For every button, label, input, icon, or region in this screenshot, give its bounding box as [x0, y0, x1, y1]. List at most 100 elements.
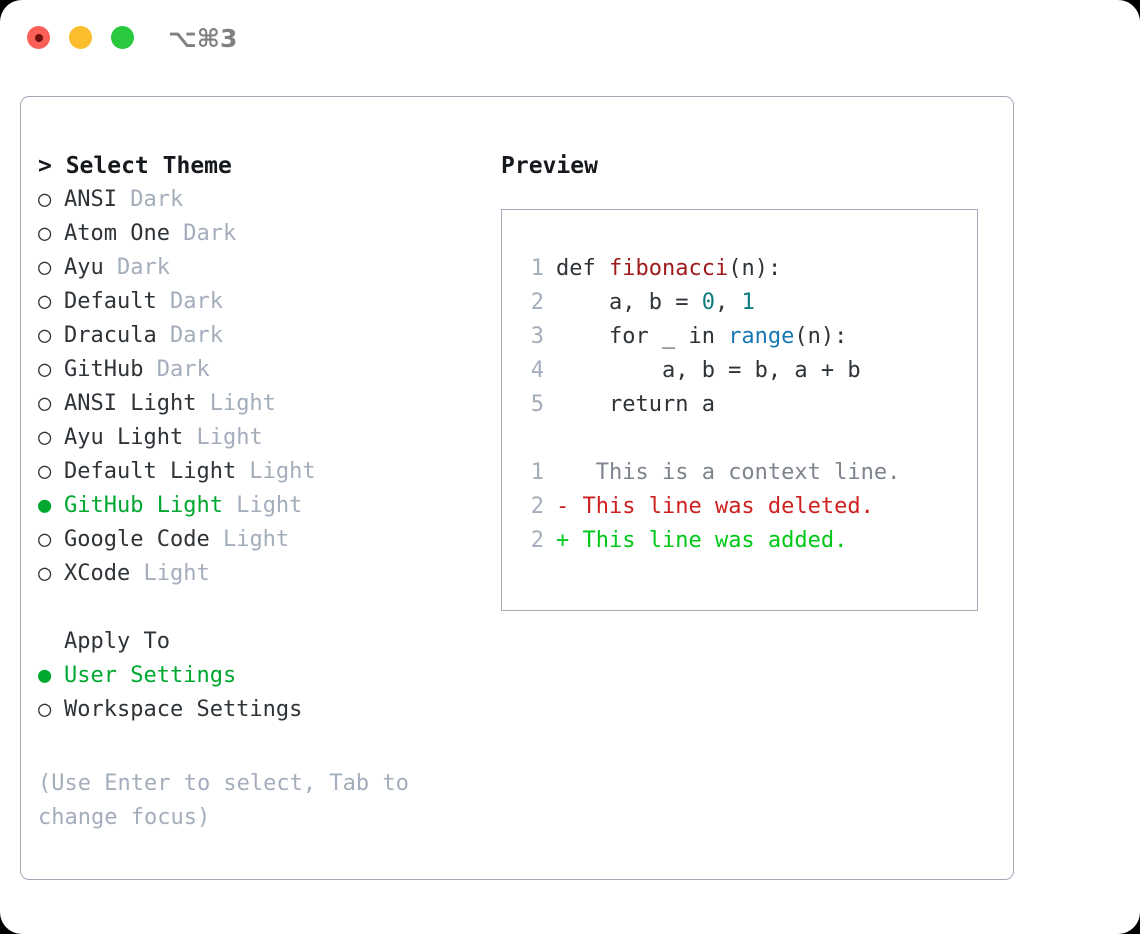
code-token: (n): [794, 324, 848, 349]
theme-name: Google Code [64, 527, 210, 552]
theme-name: Dracula [64, 323, 157, 348]
radio-unselected-icon: ○ [38, 697, 52, 722]
diff-marker: + [556, 528, 570, 553]
theme-variant-label: Light [130, 561, 210, 586]
maximize-button[interactable] [111, 26, 134, 49]
title-bar: ⌥⌘3 [0, 0, 1140, 76]
hint-text: (Use Enter to select, Tab to change focu… [38, 771, 409, 830]
code-token: fibonacci [608, 256, 729, 281]
apply-to-heading: Apply To [64, 629, 170, 654]
radio-unselected-icon: ○ [38, 391, 52, 416]
apply-to-option[interactable]: ● User Settings [38, 659, 468, 693]
line-number: 1 [530, 256, 544, 281]
code-line: 4 a, b = b, a + b [502, 354, 977, 388]
theme-variant-label: Light [236, 459, 316, 484]
radio-selected-icon: ● [38, 663, 52, 688]
radio-unselected-icon: ○ [38, 323, 52, 348]
code-line: 3 for _ in range(n): [502, 320, 977, 354]
radio-unselected-icon: ○ [38, 187, 52, 212]
theme-name: Ayu Light [64, 425, 184, 450]
theme-variant-label: Dark [116, 187, 184, 212]
theme-list-item[interactable]: ○Google Code Light [38, 523, 468, 557]
theme-list-item[interactable]: ○Dracula Dark [38, 319, 468, 353]
theme-list-item[interactable]: ○ Ayu Light Light [38, 421, 468, 455]
apply-to-label: User Settings [64, 663, 237, 688]
theme-picker-panel: > Select Theme ○ANSI Dark○Atom One Dark○… [20, 96, 1014, 880]
theme-list-item[interactable]: ○ GitHub Dark [38, 353, 468, 387]
theme-variant-label: Dark [169, 221, 237, 246]
radio-unselected-icon: ○ [38, 255, 52, 280]
theme-variant-label: Light [196, 391, 276, 416]
keyboard-shortcut-label: ⌥⌘3 [168, 24, 238, 53]
code-line: 5 return a [502, 388, 977, 422]
theme-list-item[interactable]: ● GitHub Light Light [38, 489, 468, 523]
theme-name: GitHub Light [64, 493, 223, 518]
radio-unselected-icon: ○ [38, 561, 52, 586]
theme-list[interactable]: ○ANSI Dark○Atom One Dark○Ayu Dark○Defaul… [38, 183, 468, 591]
theme-list-item[interactable]: ○ Default Dark [38, 285, 468, 319]
line-number: 2 [530, 528, 544, 553]
theme-name: ANSI [64, 187, 117, 212]
line-number: 2 [530, 494, 544, 519]
line-number: 3 [530, 324, 544, 349]
diff-text: This line was added. [569, 528, 848, 553]
window-controls [27, 26, 134, 49]
theme-list-item[interactable]: ○ XCode Light [38, 557, 468, 591]
theme-list-item[interactable]: ○ANSI Light Light [38, 387, 468, 421]
diff-sample: 1 This is a context line.2- This line wa… [502, 456, 977, 558]
code-token: a, b = b, a + b [556, 358, 861, 383]
theme-variant-label: Dark [143, 357, 210, 382]
diff-text: This line was deleted. [569, 494, 874, 519]
radio-selected-icon: ● [38, 493, 52, 518]
theme-variant-label: Dark [156, 289, 223, 314]
theme-name: XCode [64, 561, 131, 586]
apply-to-label: Workspace Settings [64, 697, 303, 722]
spacer [502, 422, 977, 456]
radio-unselected-icon: ○ [38, 357, 52, 382]
theme-name: Ayu [64, 255, 104, 280]
radio-unselected-icon: ○ [38, 425, 52, 450]
line-number: 5 [530, 392, 544, 417]
diff-line: 1 This is a context line. [502, 456, 977, 490]
theme-variant-label: Light [222, 493, 303, 518]
preview-heading: Preview [501, 153, 598, 179]
line-number: 4 [530, 358, 544, 383]
code-token: , [714, 290, 742, 315]
apply-to-option[interactable]: ○ Workspace Settings [38, 693, 468, 727]
radio-unselected-icon: ○ [38, 289, 52, 314]
code-token: def [556, 256, 609, 281]
code-token: 0 [701, 290, 715, 315]
theme-list-item[interactable]: ○ ANSI Dark [38, 183, 468, 217]
theme-variant-label: Light [183, 425, 263, 450]
code-token: for _ in [556, 324, 729, 349]
code-token: range [728, 324, 795, 349]
select-theme-heading: > Select Theme [38, 153, 232, 179]
theme-name: Default [64, 289, 157, 314]
theme-name: Atom One [64, 221, 170, 246]
theme-name: GitHub [64, 357, 144, 382]
radio-unselected-icon: ○ [38, 459, 52, 484]
line-number: 2 [530, 290, 544, 315]
close-button[interactable] [27, 26, 50, 49]
code-line: 2 a, b = 0, 1 [502, 286, 977, 320]
diff-text: This is a context line. [569, 460, 901, 485]
theme-name: Default Light [64, 459, 237, 484]
code-token: 1 [741, 290, 755, 315]
radio-unselected-icon: ○ [38, 527, 52, 552]
code-line: 1 def fibonacci(n): [502, 252, 977, 286]
theme-list-item[interactable]: ○Atom One Dark [38, 217, 468, 251]
theme-list-item[interactable]: ○ Default Light Light [38, 455, 468, 489]
diff-line: 2 + This line was added. [502, 524, 977, 558]
apply-to-options[interactable]: ● User Settings ○ Workspace Settings [38, 659, 468, 727]
code-token: (n): [728, 256, 782, 281]
minimize-button[interactable] [69, 26, 92, 49]
line-number: 1 [530, 460, 544, 485]
theme-selector-column: > Select Theme ○ANSI Dark○Atom One Dark○… [38, 149, 468, 835]
code-token: return a [556, 392, 715, 417]
code-token: a, b = [556, 290, 702, 315]
diff-line: 2- This line was deleted. [502, 490, 977, 524]
theme-list-item[interactable]: ○Ayu Dark [38, 251, 468, 285]
